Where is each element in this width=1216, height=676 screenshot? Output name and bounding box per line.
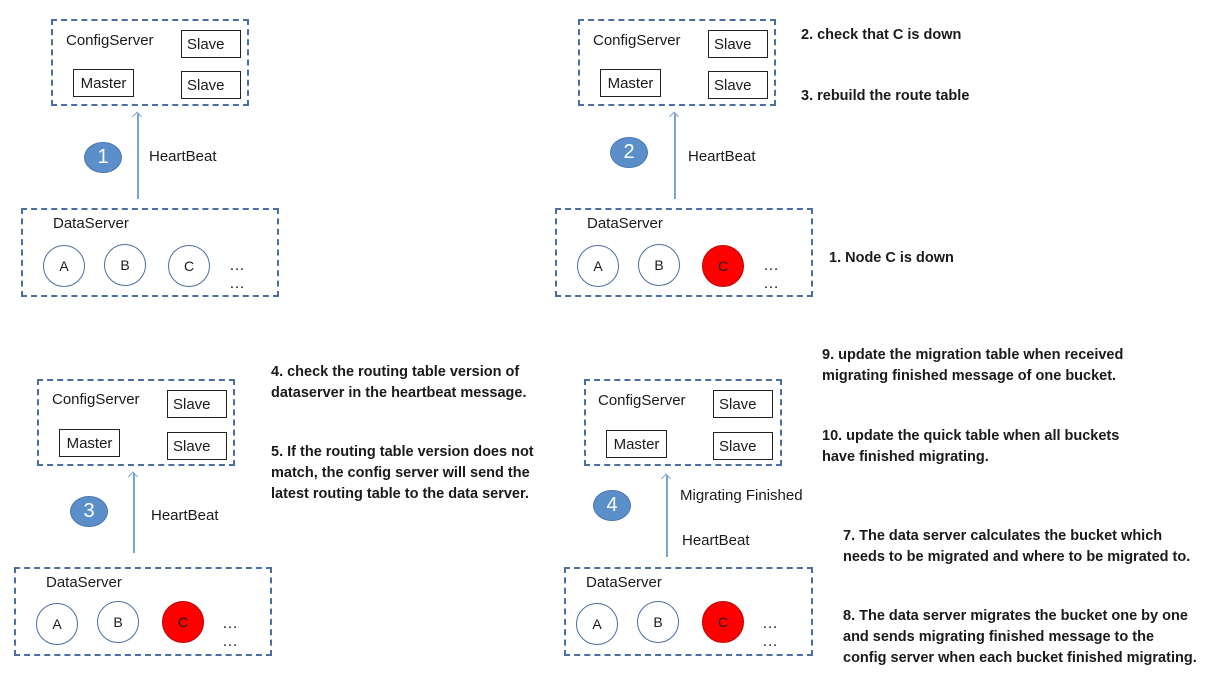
slave-box: Slave	[708, 30, 768, 58]
node-c: C	[168, 245, 210, 287]
data-server-group	[21, 208, 279, 297]
data-server-group	[564, 567, 813, 656]
more-nodes-ellipsis: … …	[229, 257, 246, 292]
node-c-down: C	[702, 245, 744, 287]
more-nodes-ellipsis: … …	[762, 615, 779, 650]
heartbeat-label: HeartBeat	[151, 507, 219, 524]
note-7: 7. The data server calculates the bucket…	[843, 528, 1191, 565]
note-10: 10. update the quick table when all buck…	[822, 428, 1120, 465]
data-server-group	[555, 208, 813, 297]
config-server-group	[37, 379, 235, 466]
slave-box: Slave	[181, 30, 241, 58]
slave-box: Slave	[167, 390, 227, 418]
master-box: Master	[600, 69, 661, 97]
slave-box: Slave	[713, 390, 773, 418]
note-8: 8. The data server migrates the bucket o…	[843, 608, 1197, 666]
master-box: Master	[59, 429, 120, 457]
step-badge-4: 4	[593, 490, 631, 521]
data-server-label: DataServer	[53, 215, 129, 232]
slave-box: Slave	[181, 71, 241, 99]
step-badge-3: 3	[70, 496, 108, 527]
config-server-label: ConfigServer	[52, 391, 140, 408]
data-server-group	[14, 567, 272, 656]
heartbeat-arrow	[137, 113, 139, 199]
node-a: A	[43, 245, 85, 287]
note-2: 2. check that C is down	[801, 27, 962, 43]
heartbeat-label: HeartBeat	[682, 532, 750, 549]
node-b: B	[97, 601, 139, 643]
heartbeat-label: HeartBeat	[149, 148, 217, 165]
node-b: B	[637, 601, 679, 643]
data-server-label: DataServer	[586, 574, 662, 591]
more-nodes-ellipsis: … …	[222, 615, 239, 650]
master-box: Master	[606, 430, 667, 458]
note-4: 4. check the routing table version of da…	[271, 364, 527, 401]
heartbeat-arrow	[133, 473, 135, 553]
config-server-label: ConfigServer	[593, 32, 681, 49]
slave-box: Slave	[708, 71, 768, 99]
data-server-label: DataServer	[587, 215, 663, 232]
slave-box: Slave	[167, 432, 227, 460]
note-1: 1. Node C is down	[829, 250, 954, 266]
master-box: Master	[73, 69, 134, 97]
node-c-down: C	[162, 601, 204, 643]
more-nodes-ellipsis: … …	[763, 257, 780, 292]
heartbeat-arrow	[674, 113, 676, 199]
node-a: A	[36, 603, 78, 645]
node-b: B	[104, 244, 146, 286]
node-a: A	[577, 245, 619, 287]
note-9: 9. update the migration table when recei…	[822, 347, 1124, 384]
heartbeat-arrow	[666, 475, 668, 557]
step-badge-1: 1	[84, 142, 122, 173]
node-a: A	[576, 603, 618, 645]
config-server-label: ConfigServer	[598, 392, 686, 409]
config-server-group	[51, 19, 249, 106]
node-c-down: C	[702, 601, 744, 643]
node-b: B	[638, 244, 680, 286]
note-5: 5. If the routing table version does not…	[271, 444, 534, 502]
heartbeat-label: HeartBeat	[688, 148, 756, 165]
config-server-group	[584, 379, 782, 466]
step-badge-2: 2	[610, 137, 648, 168]
config-server-label: ConfigServer	[66, 32, 154, 49]
data-server-label: DataServer	[46, 574, 122, 591]
note-3: 3. rebuild the route table	[801, 88, 970, 104]
config-server-group	[578, 19, 776, 106]
migrating-finished-label: Migrating Finished	[680, 487, 803, 504]
slave-box: Slave	[713, 432, 773, 460]
